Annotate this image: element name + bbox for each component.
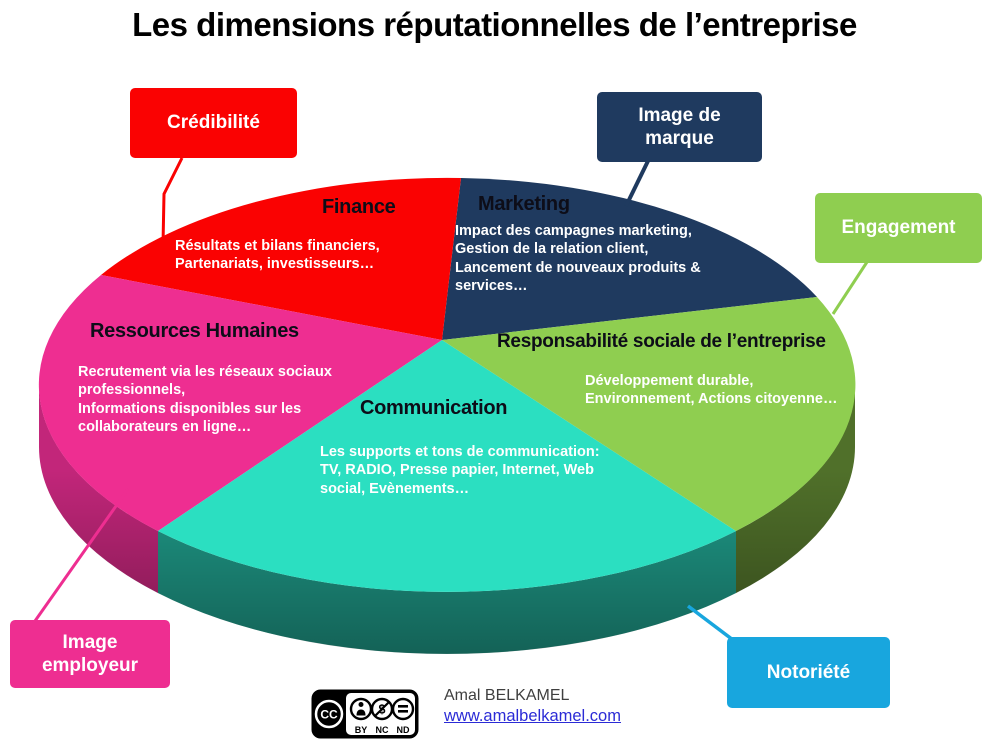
slice-details-marketing: Impact des campagnes marketing, Gestion … [455, 223, 701, 294]
website-link[interactable]: www.amalbelkamel.com [444, 707, 621, 725]
page-title: Les dimensions réputationnelles de l’ent… [132, 6, 857, 43]
pie-slice-marketing [442, 178, 817, 340]
pie-slice-communication [158, 340, 736, 592]
slice-title-communication: Communication [360, 397, 508, 419]
author-name: Amal BELKAMEL [444, 687, 570, 704]
cc-license-badge[interactable]: CC $ BY NC ND [310, 688, 420, 740]
slice-details-finance: Résultats et bilans financiers, Partenar… [175, 238, 380, 273]
connector-image-employeur [33, 488, 130, 622]
slice-details-rse: Développement durable, Environnement, Ac… [585, 373, 838, 408]
slice-title-rse: Responsabilité sociale de l’entreprise [497, 331, 826, 352]
pie-depth-shade [39, 385, 855, 654]
callout-engagement: Engagement [815, 193, 982, 263]
attribution: Amal BELKAMEL www.amalbelkamel.com [444, 686, 621, 727]
pie-slice-finance [101, 177, 461, 340]
callout-image-employeur: Image employeur [10, 620, 170, 688]
pie-slice-rse [442, 297, 856, 531]
pie-slice-ressources-humaines [38, 275, 442, 531]
connector-engagement [831, 261, 869, 315]
slice-details-communication: Les supports et tons de communication: T… [320, 444, 600, 497]
callout-notoriete: Notoriété [727, 637, 890, 708]
connector-credibilite [161, 157, 184, 246]
slice-title-ressources-humaines: Ressources Humaines [90, 320, 299, 342]
slice-details-ressources-humaines: Recrutement via les réseaux sociaux prof… [78, 364, 332, 435]
by-label: BY [355, 725, 368, 735]
nd-label: ND [397, 725, 410, 735]
callout-credibilite: Crédibilité [130, 88, 297, 158]
slice-title-finance: Finance [322, 196, 396, 218]
slice-title-marketing: Marketing [478, 193, 570, 215]
connector-image-de-marque [624, 160, 650, 207]
nc-label: NC [376, 725, 389, 735]
callout-image-de-marque: Image de marque [597, 92, 762, 162]
svg-text:CC: CC [320, 708, 338, 722]
cc-logo-icon: CC [314, 699, 344, 729]
nd-equals-icon [391, 697, 415, 721]
